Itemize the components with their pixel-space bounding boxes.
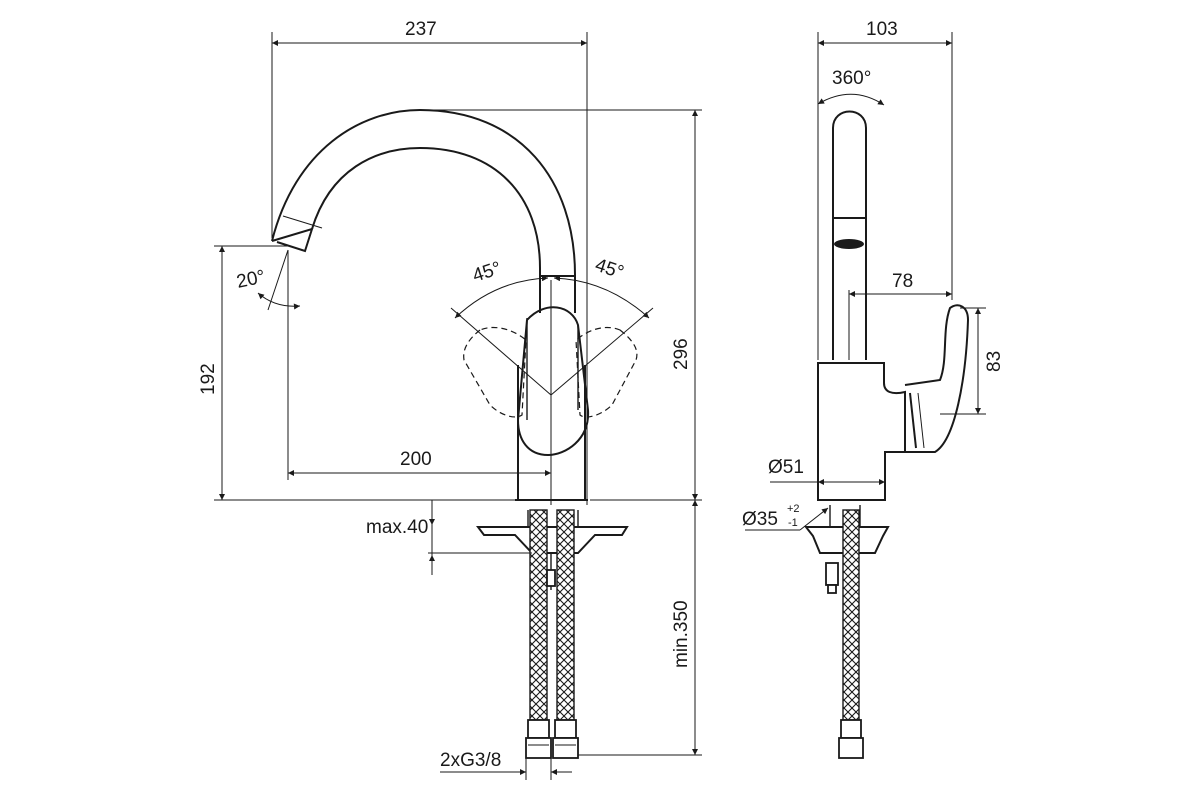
dim-outlet-height: 192 <box>198 363 219 395</box>
side-supply-hose <box>842 509 860 721</box>
dim-side-depth: 103 <box>866 19 898 40</box>
dim-spout-reach: 200 <box>400 449 432 470</box>
dim-lever-height: 83 <box>984 351 1005 372</box>
dim-overall-width: 237 <box>405 19 437 40</box>
hose-nut-right <box>554 719 577 739</box>
dim-hole-tol-upper: +2 <box>787 503 800 515</box>
dim-hole-tol-lower: -1 <box>788 517 798 529</box>
side-hose-nut <box>840 719 862 739</box>
dim-lever-right-angle: 45° <box>592 255 626 284</box>
dim-lever-left-angle: 45° <box>470 258 504 287</box>
side-dimensions: 103 360° 78 83 Ø51 Ø35 +2 -1 <box>742 19 1005 531</box>
dim-arc-20 <box>257 292 301 310</box>
dim-total-height: 296 <box>671 338 692 370</box>
side-body <box>817 362 906 501</box>
side-view <box>803 110 970 759</box>
supply-hose-left <box>529 509 548 721</box>
front-dimensions: 237 296 192 200 20° 45° 45° max.40 <box>198 19 702 780</box>
dim-rotation: 360° <box>832 68 871 89</box>
side-lever <box>904 304 970 453</box>
lever-left-position <box>463 326 527 418</box>
spout-inner-outline <box>311 146 541 313</box>
dim-arc-45-right <box>553 275 650 319</box>
supply-hose-right <box>556 509 575 721</box>
dim-connection: 2xG3/8 <box>440 750 501 771</box>
dim-max-deck: max.40 <box>366 517 428 538</box>
dim-arc-45-left <box>454 275 549 319</box>
dim-hole-diameter: Ø35 <box>742 509 778 530</box>
lever-right-position <box>575 326 638 418</box>
side-plate <box>803 526 890 554</box>
dim-body-diameter: Ø51 <box>768 457 804 478</box>
mounting-plate <box>476 526 629 554</box>
front-view <box>271 108 638 759</box>
hose-nut-left <box>527 719 550 739</box>
dim-spout-tilt: 20° <box>235 266 267 293</box>
side-spout-column <box>832 110 867 360</box>
dim-lever-reach: 78 <box>892 271 913 292</box>
spout-nozzle <box>271 227 314 253</box>
side-aerator <box>834 239 864 249</box>
dim-min-hose: min.350 <box>671 600 692 668</box>
dim-arc-360 <box>817 93 885 106</box>
